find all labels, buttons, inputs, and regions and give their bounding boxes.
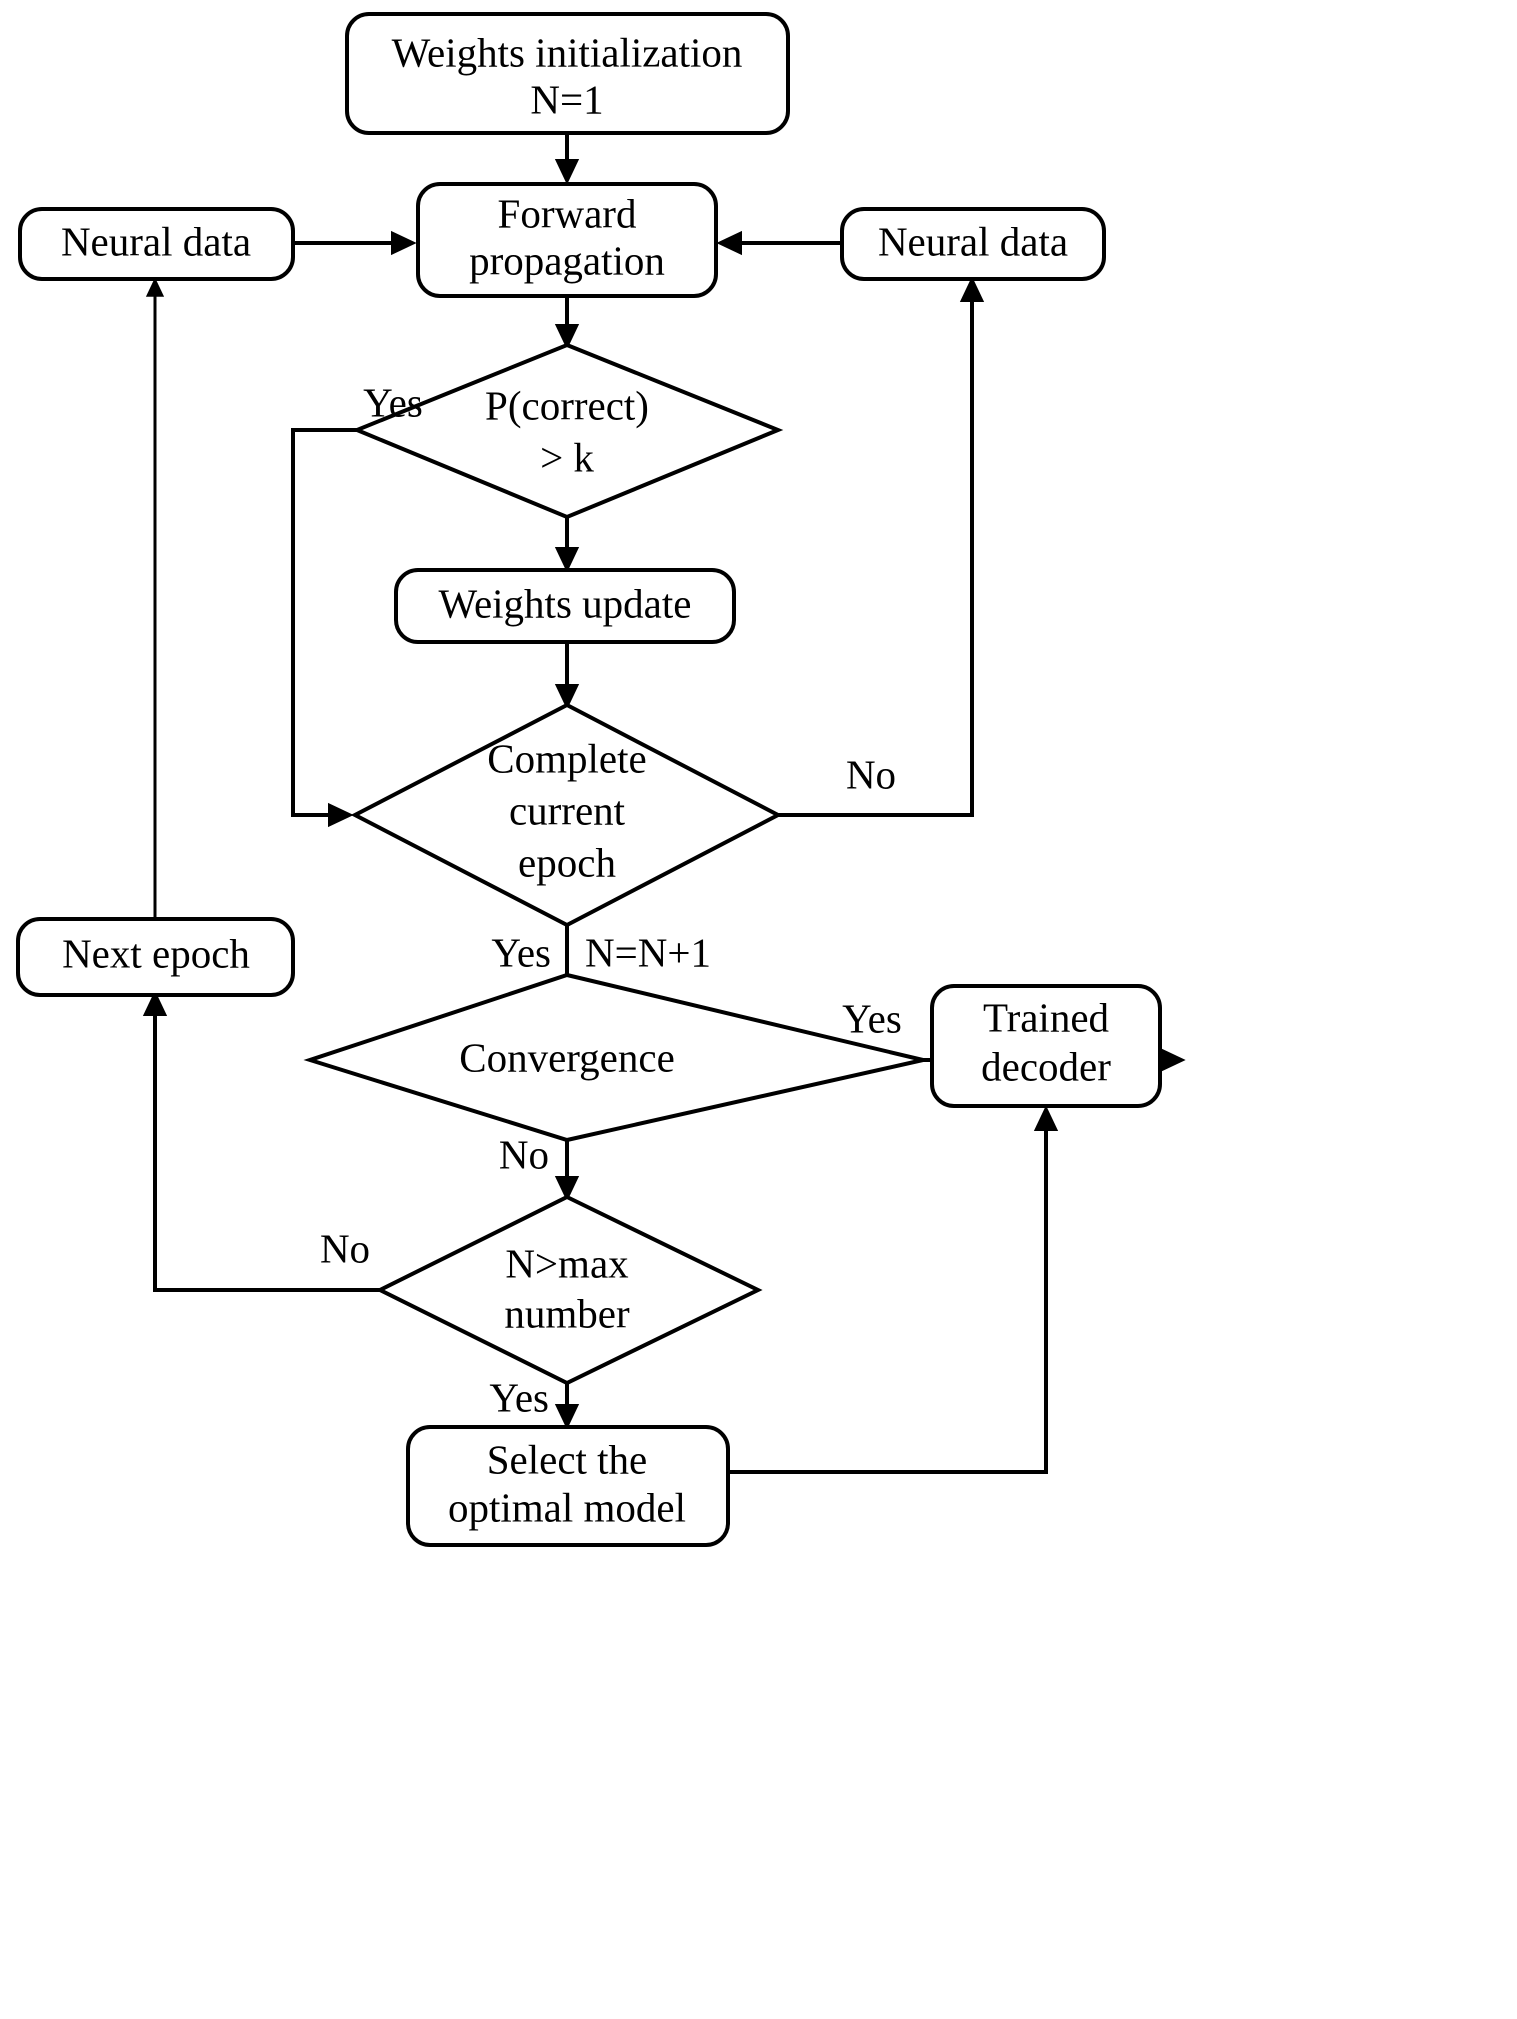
node-select-optimal-model-line-2: optimal model: [448, 1484, 686, 1530]
node-n-max-decision-shape: [375, 1194, 763, 1386]
node-forward-propagation-shape: [416, 182, 718, 298]
node-trained-decoder-shape: [930, 984, 1162, 1108]
edge-nmax-no-to-next-epoch: [142, 990, 380, 1292]
node-complete-epoch-decision-line-3: epoch: [518, 839, 616, 885]
node-neural-data-left-label: Neural data: [61, 218, 251, 264]
edge-pcorrect-yes-to-complete-epoch: [291, 428, 357, 828]
edge-label-n-max-yes: Yes: [489, 1374, 549, 1420]
edge-complete-epoch-no-to-neuraldata-right: [778, 276, 985, 817]
node-select-optimal-model[interactable]: Select the optimal model: [406, 1425, 730, 1547]
node-select-optimal-model-shape: [406, 1425, 730, 1547]
edge-label-convergence-no: No: [499, 1131, 549, 1177]
node-p-correct-decision[interactable]: P(correct) > k: [351, 342, 784, 520]
node-convergence-decision-label: Convergence: [459, 1034, 675, 1080]
node-n-max-decision[interactable]: N>max number: [375, 1194, 763, 1386]
edge-select-optimal-to-trained-decoder: [727, 1105, 1059, 1474]
node-trained-decoder-line-1: Trained: [983, 994, 1109, 1040]
node-weights-initialization-shape: [345, 12, 790, 135]
node-neural-data-right[interactable]: Neural data: [840, 207, 1106, 281]
node-weights-update-shape: [394, 568, 736, 644]
node-weights-initialization[interactable]: Weights initialization N=1: [345, 12, 790, 135]
node-complete-epoch-decision[interactable]: Complete current epoch: [350, 702, 783, 928]
node-complete-epoch-decision-line-1: Complete: [487, 735, 646, 781]
node-next-epoch-shape: [16, 917, 295, 997]
node-forward-propagation[interactable]: Forward propagation: [416, 182, 718, 298]
edge-label-complete-epoch-yes: Yes: [491, 929, 551, 975]
node-next-epoch-label: Next epoch: [62, 930, 250, 976]
node-neural-data-right-label: Neural data: [878, 218, 1068, 264]
node-p-correct-decision-shape: [351, 342, 784, 520]
node-trained-decoder-line-2: decoder: [981, 1043, 1111, 1089]
node-forward-propagation-line-1: Forward: [498, 190, 637, 236]
edge-label-n-max-no: No: [320, 1225, 370, 1271]
node-convergence-decision-shape: [303, 972, 924, 1143]
node-weights-initialization-line-1: Weights initialization: [392, 29, 743, 75]
node-neural-data-right-shape: [840, 207, 1106, 281]
node-forward-propagation-line-2: propagation: [469, 237, 665, 283]
node-trained-decoder[interactable]: Trained decoder: [930, 984, 1162, 1108]
node-n-max-decision-line-1: N>max: [505, 1240, 628, 1286]
edge-label-p-correct-yes: Yes: [363, 379, 423, 425]
node-weights-update-label: Weights update: [439, 580, 692, 626]
node-weights-update[interactable]: Weights update: [394, 568, 736, 644]
node-n-max-decision-line-2: number: [504, 1290, 630, 1336]
node-p-correct-decision-line-2: > k: [540, 434, 594, 480]
edge-label-complete-epoch-no: No: [846, 751, 896, 797]
node-complete-epoch-decision-shape: [350, 702, 783, 928]
edge-label-convergence-yes: Yes: [842, 995, 902, 1041]
edge-label-n-increment: N=N+1: [585, 929, 711, 975]
node-p-correct-decision-line-1: P(correct): [485, 382, 649, 428]
node-select-optimal-model-line-1: Select the: [487, 1436, 648, 1482]
node-weights-initialization-line-2: N=1: [530, 76, 603, 122]
node-convergence-decision[interactable]: Convergence: [303, 972, 924, 1143]
node-complete-epoch-decision-line-2: current: [509, 787, 626, 833]
node-neural-data-left-shape: [18, 207, 295, 281]
node-neural-data-left[interactable]: Neural data: [18, 207, 295, 281]
node-next-epoch[interactable]: Next epoch: [16, 917, 295, 997]
